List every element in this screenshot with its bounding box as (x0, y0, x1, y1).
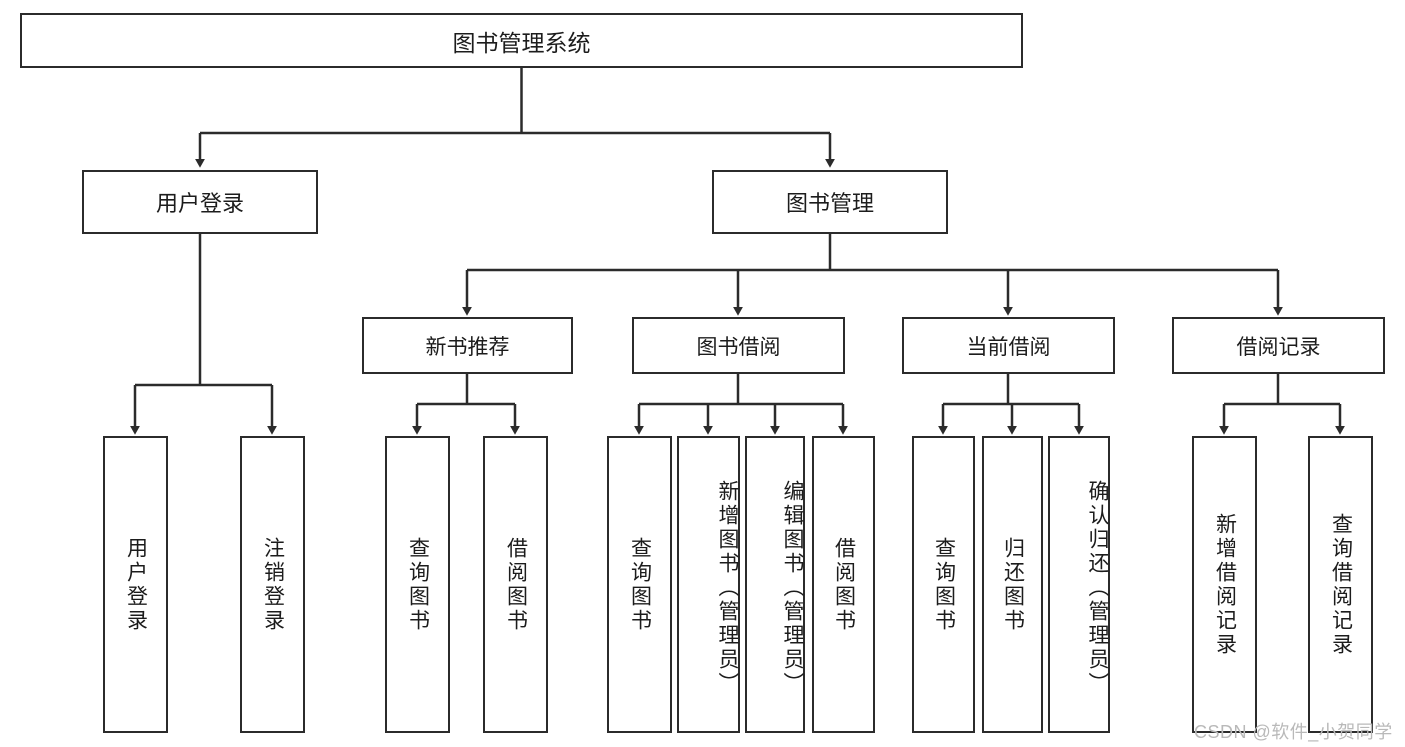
node-leaf-return-book[interactable]: 归还图书 (982, 436, 1043, 733)
node-root[interactable]: 图书管理系统 (20, 13, 1023, 68)
node-new-book-recommend[interactable]: 新书推荐 (362, 317, 573, 374)
node-leaf-edit-book[interactable]: 编辑图书（管理员） (745, 436, 805, 733)
node-book-borrow[interactable]: 图书借阅 (632, 317, 845, 374)
node-leaf-add-borrow-record[interactable]: 新增借阅记录 (1192, 436, 1257, 733)
node-leaf-query-borrow-record[interactable]: 查询借阅记录 (1308, 436, 1373, 733)
node-book-manage[interactable]: 图书管理 (712, 170, 948, 234)
csdn-watermark: CSDN @软件_小贺同学 (1194, 722, 1393, 742)
node-user-login[interactable]: 用户登录 (82, 170, 318, 234)
node-leaf-add-book[interactable]: 新增图书（管理员） (677, 436, 740, 733)
node-leaf-query-book-current[interactable]: 查询图书 (912, 436, 975, 733)
node-leaf-borrow-book-recommend[interactable]: 借阅图书 (483, 436, 548, 733)
node-leaf-confirm-return[interactable]: 确认归还（管理员） (1048, 436, 1110, 733)
node-leaf-query-book-recommend[interactable]: 查询图书 (385, 436, 450, 733)
node-leaf-borrow-book[interactable]: 借阅图书 (812, 436, 875, 733)
node-borrow-record[interactable]: 借阅记录 (1172, 317, 1385, 374)
node-leaf-logout[interactable]: 注销登录 (240, 436, 305, 733)
node-current-borrow[interactable]: 当前借阅 (902, 317, 1115, 374)
node-leaf-query-book-borrow[interactable]: 查询图书 (607, 436, 672, 733)
node-leaf-user-login[interactable]: 用户登录 (103, 436, 168, 733)
